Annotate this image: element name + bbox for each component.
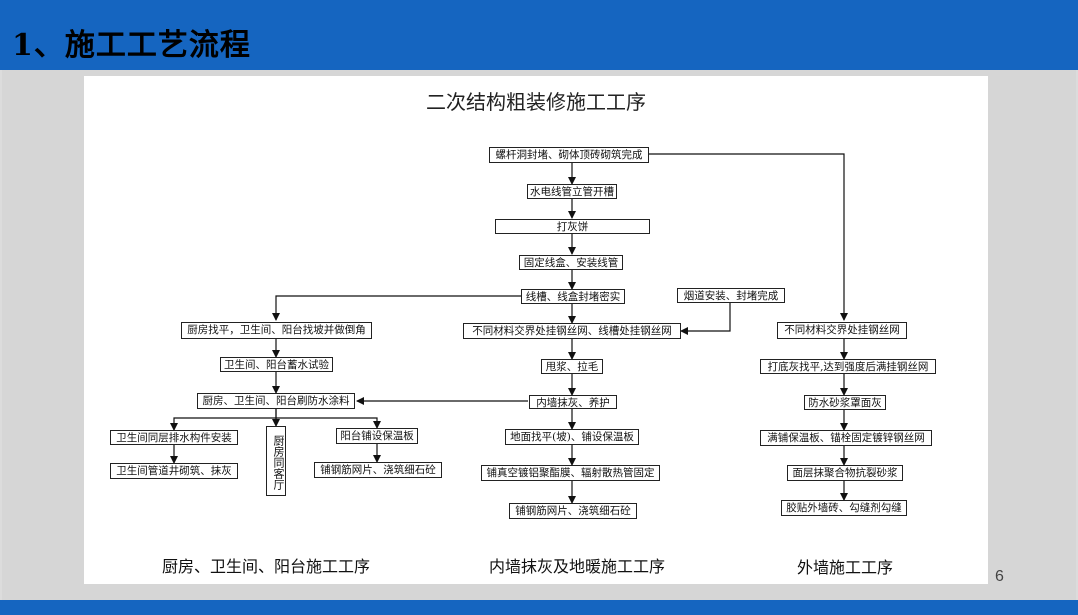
arrow-l3-l4 (170, 408, 277, 431)
node-r6: 胶贴外墙砖、勾缝剂勾缝 (781, 500, 907, 516)
page-number: 6 (995, 568, 1004, 585)
node-l8: 铺钢筋网片、浇筑细石砼 (314, 462, 442, 478)
node-n10: 地面找平(坡)、铺设保温板 (505, 429, 639, 445)
node-r3: 防水砂浆罩面灰 (804, 395, 886, 410)
node-n7: 不同材料交界处挂钢丝网、线槽处挂钢丝网 (463, 323, 681, 339)
node-n1: 螺杆洞封堵、砌体顶砖砌筑完成 (489, 147, 649, 163)
node-r5: 面层抹聚合物抗裂砂浆 (787, 465, 903, 481)
diagram-title: 二次结构粗装修施工工序 (426, 90, 646, 114)
section-label-middle: 内墙抹灰及地暖施工工序 (489, 557, 666, 576)
node-l1: 厨房找平，卫生间、阳台找坡并做倒角 (181, 322, 372, 339)
node-n11: 铺真空镀铝聚酯膜、辐射散热管固定 (481, 465, 660, 481)
node-n5: 线槽、线盒封堵密实 (521, 289, 625, 304)
slide-title: 1、施工工艺流程 (12, 28, 251, 63)
arrow-n6-n7 (680, 303, 731, 335)
section-label-right: 外墙施工工序 (797, 558, 894, 577)
node-l5: 卫生间管道井砌筑、抹灰 (110, 463, 238, 479)
node-n12: 铺钢筋网片、浇筑细石砼 (509, 503, 637, 519)
node-l2: 卫生间、阳台蓄水试验 (220, 357, 333, 372)
arrow-n1-r1 (647, 153, 848, 321)
section-label-left: 厨房、卫生间、阳台施工工序 (162, 557, 371, 576)
node-n8: 甩浆、拉毛 (541, 359, 603, 374)
node-n6: 烟道安装、封堵完成 (677, 288, 785, 303)
node-l6: 厨房同客厅 (266, 426, 286, 496)
bottom-bar (0, 600, 1078, 615)
arrow-n5-l1 (272, 295, 521, 321)
node-l7: 阳台铺设保温板 (336, 428, 418, 444)
node-n9: 内墙抹灰、养护 (529, 395, 617, 409)
node-n4: 固定线盒、安装线管 (519, 255, 623, 270)
arrow-l3-l7 (276, 417, 381, 429)
node-n3: 打灰饼 (495, 219, 650, 234)
node-l4: 卫生间同层排水构件安装 (110, 430, 238, 445)
title-bar (0, 0, 1078, 70)
node-r4: 满铺保温板、锚栓固定镀锌钢丝网 (760, 430, 932, 446)
node-l3: 厨房、卫生间、阳台刷防水涂料 (197, 393, 355, 409)
node-r1: 不同材料交界处挂钢丝网 (777, 322, 907, 339)
node-r2: 打底灰找平,达到强度后满挂钢丝网 (760, 359, 936, 374)
node-n2: 水电线管立管开槽 (527, 184, 617, 199)
